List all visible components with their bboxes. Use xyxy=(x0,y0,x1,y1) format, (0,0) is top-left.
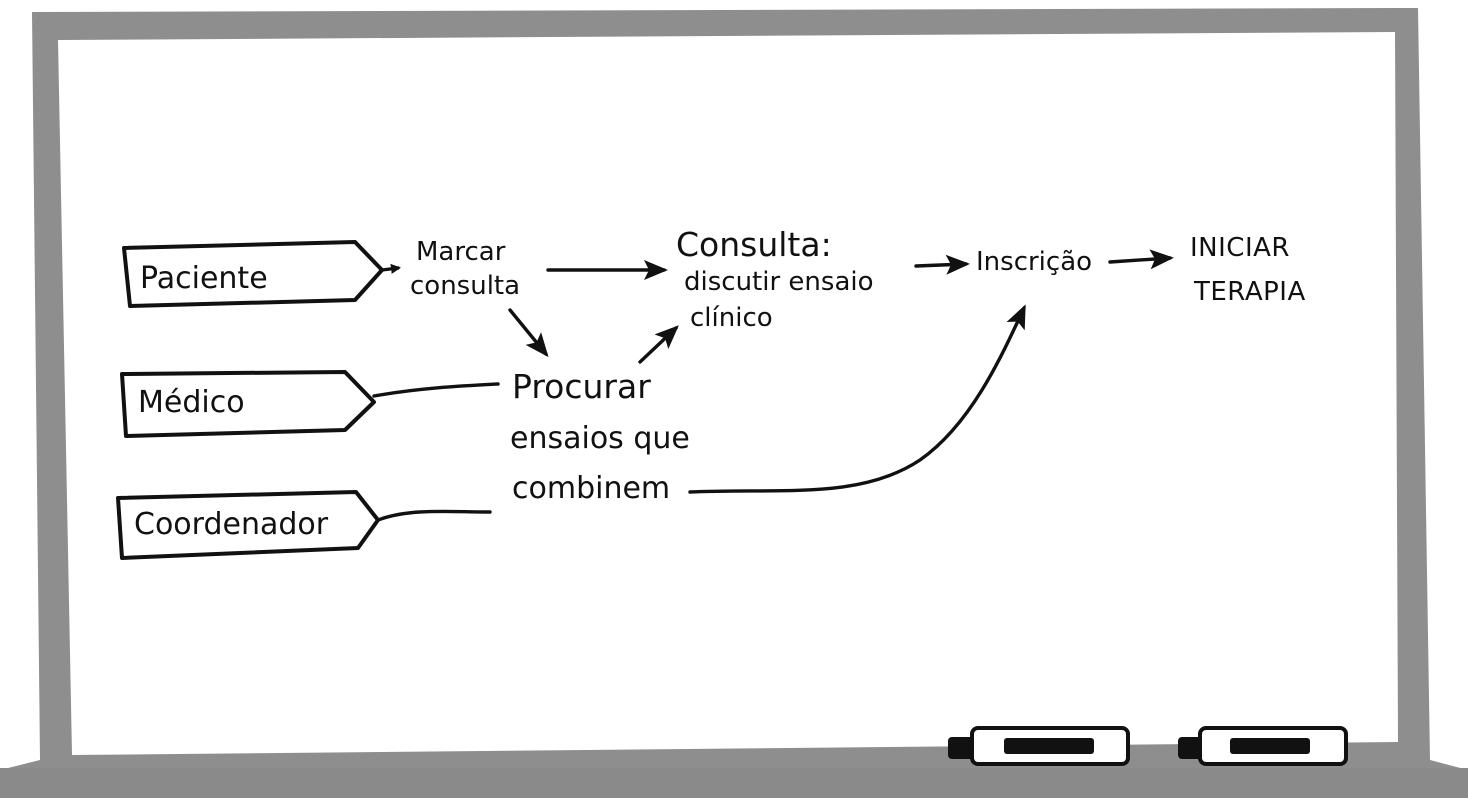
line-medico-procurar xyxy=(372,382,500,398)
step-iniciar-line1: INICIAR xyxy=(1190,233,1290,263)
marker-icon xyxy=(1178,726,1348,766)
step-iniciar-line2: TERAPIA xyxy=(1193,277,1306,307)
arrow-inscricao-iniciar xyxy=(1108,249,1174,270)
arrow-procurar-inscricao xyxy=(688,304,1026,494)
arrow-procurar-consulta xyxy=(638,325,679,364)
actor-label-medico: Médico xyxy=(138,385,245,420)
step-inscricao-label: Inscrição xyxy=(976,247,1092,277)
step-consulta-line1: Consulta: xyxy=(676,225,832,264)
step-consulta-line3: clínico xyxy=(690,303,773,333)
line-coordenador-procurar xyxy=(376,509,492,522)
actor-tag-coordenador: Coordenador xyxy=(116,490,380,560)
step-procurar-line2: ensaios que xyxy=(510,421,690,456)
arrow-marcar-procurar xyxy=(508,308,549,358)
whiteboard-frame xyxy=(0,8,1468,798)
step-iniciar-terapia: INICIAR TERAPIA xyxy=(1190,233,1306,307)
actor-label-coordenador: Coordenador xyxy=(134,507,329,542)
step-marcar-line1: Marcar xyxy=(416,237,506,267)
step-consulta-line2: discutir ensaio xyxy=(684,267,874,297)
step-procurar: Procurar ensaios que combinem xyxy=(510,367,690,506)
step-inscricao: Inscrição xyxy=(976,247,1092,277)
step-consulta: Consulta: discutir ensaio clínico xyxy=(676,225,874,333)
actor-label-paciente: Paciente xyxy=(140,261,268,296)
connectors xyxy=(372,249,1174,522)
step-procurar-line1: Procurar xyxy=(512,367,651,406)
step-marcar-line2: consulta xyxy=(410,271,520,301)
arrow-paciente-marcar xyxy=(380,263,401,274)
arrow-consulta-inscricao xyxy=(914,254,970,275)
step-marcar-consulta: Marcar consulta xyxy=(410,237,520,301)
marker-icon xyxy=(948,726,1130,766)
actor-tag-medico: Médico xyxy=(120,370,376,438)
actor-tag-paciente: Paciente xyxy=(122,240,384,308)
step-procurar-line3: combinem xyxy=(512,471,670,506)
